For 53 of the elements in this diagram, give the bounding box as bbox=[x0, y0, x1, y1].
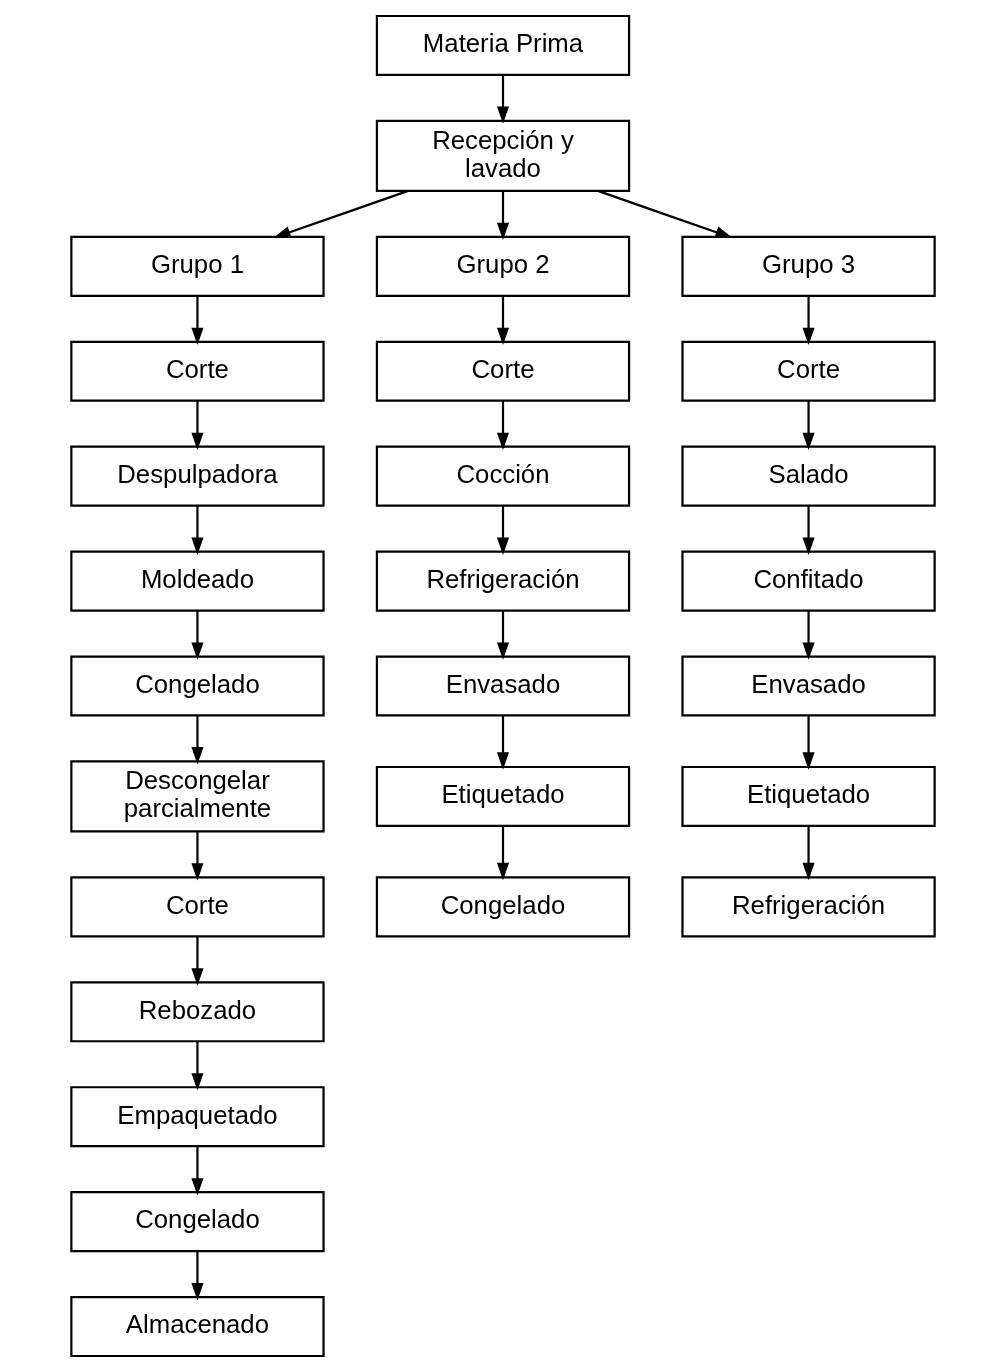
node-box: Empaquetado bbox=[70, 1086, 325, 1148]
arrow bbox=[273, 189, 409, 238]
node-box: Congelado bbox=[70, 655, 325, 717]
node-box: Grupo 2 bbox=[375, 235, 631, 297]
node-box: Salado bbox=[681, 445, 936, 507]
arrow bbox=[191, 1251, 204, 1301]
arrow bbox=[496, 505, 510, 555]
arrow bbox=[496, 610, 510, 660]
arrow bbox=[496, 826, 510, 881]
node-box: Envasado bbox=[681, 655, 936, 717]
node-box: Corte bbox=[681, 340, 936, 402]
arrow bbox=[496, 295, 510, 346]
arrow bbox=[191, 295, 204, 346]
arrow bbox=[191, 505, 204, 555]
node-box: Descongelar parcialmente bbox=[70, 760, 325, 833]
arrow bbox=[191, 831, 204, 881]
node-box: Corte bbox=[375, 340, 631, 402]
node-box: Recepción y lavado bbox=[375, 119, 631, 192]
arrow bbox=[191, 610, 204, 660]
arrow bbox=[191, 715, 204, 765]
node-box: Cocción bbox=[375, 445, 631, 507]
node-box: Congelado bbox=[375, 876, 631, 938]
node-box: Etiquetado bbox=[375, 765, 631, 827]
arrow bbox=[496, 190, 510, 241]
node-box: Corte bbox=[70, 876, 325, 938]
node-box: Despulpadora bbox=[70, 445, 325, 507]
arrow bbox=[802, 505, 815, 555]
node-box: Corte bbox=[70, 340, 325, 402]
node-box: Almacenado bbox=[70, 1296, 325, 1358]
node-box: Moldeado bbox=[70, 550, 325, 612]
node-box: Grupo 3 bbox=[681, 235, 936, 297]
node-box: Refrigeración bbox=[681, 876, 936, 938]
arrow bbox=[191, 936, 204, 986]
node-box: Refrigeración bbox=[375, 550, 631, 612]
arrow bbox=[802, 826, 815, 881]
node-box: Envasado bbox=[375, 655, 631, 717]
node-box: Etiquetado bbox=[681, 765, 936, 827]
node-box: Rebozado bbox=[70, 981, 325, 1043]
arrow bbox=[802, 295, 815, 346]
arrow bbox=[496, 400, 510, 451]
arrow bbox=[802, 610, 815, 660]
arrow bbox=[802, 400, 815, 451]
node-box: Grupo 1 bbox=[70, 235, 325, 297]
node-box: Congelado bbox=[70, 1191, 325, 1253]
arrow bbox=[191, 1146, 204, 1196]
arrow bbox=[802, 715, 815, 770]
node-box: Confitado bbox=[681, 550, 936, 612]
arrow bbox=[496, 75, 510, 124]
node-box: Materia Prima bbox=[375, 14, 631, 76]
arrow bbox=[191, 1041, 204, 1091]
arrow bbox=[597, 189, 733, 238]
arrow bbox=[496, 715, 510, 770]
arrow bbox=[191, 400, 204, 451]
